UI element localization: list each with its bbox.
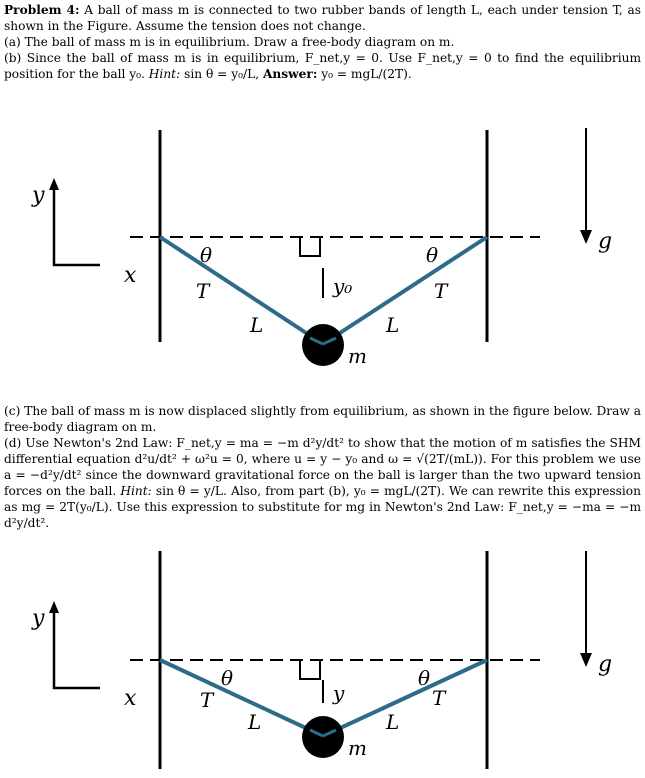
gravity-arrow-head xyxy=(580,230,592,244)
mass-label: m xyxy=(348,344,367,368)
angle-right-label: θ xyxy=(426,243,438,267)
length-right-label: L xyxy=(385,313,399,337)
left-band-attachment xyxy=(309,728,324,738)
ball-mass xyxy=(302,324,344,366)
right-rubber-band xyxy=(322,658,488,738)
right-angle-marker xyxy=(299,237,321,257)
left-rubber-band xyxy=(159,658,324,738)
part-d-hint-label: Hint: xyxy=(120,484,152,498)
part-d: (d) Use Newton's 2nd Law: F_net,y = ma =… xyxy=(4,435,641,531)
figure-displaced: y x g y θ θ T T L L m xyxy=(0,543,645,774)
gravity-label: g xyxy=(598,229,612,254)
part-d-text-2: sin θ = y/L. Also, from part (b), y₀ = m… xyxy=(4,484,641,530)
tension-right-label: T xyxy=(434,279,449,303)
length-left-label: L xyxy=(247,710,261,734)
right-rubber-band xyxy=(321,235,489,346)
part-b-hint-label: Hint: xyxy=(148,67,181,81)
displacement-label: y xyxy=(332,681,345,705)
intro-text: A ball of mass m is connected to two rub… xyxy=(4,3,641,33)
length-left-label: L xyxy=(249,313,263,337)
part-d-text-1: (d) Use Newton's 2nd Law: F_net,y = ma =… xyxy=(4,436,641,498)
part-b: (b) Since the ball of mass m is in equil… xyxy=(4,50,641,82)
part-b-answer: y₀ = mgL/(2T). xyxy=(321,67,412,81)
tension-right-label: T xyxy=(432,686,447,710)
y-axis-label: y xyxy=(31,606,45,631)
tension-left-label: T xyxy=(200,688,215,712)
ball-mass xyxy=(302,716,344,758)
y-axis-label: y xyxy=(31,183,45,208)
angle-left-label: θ xyxy=(221,666,233,690)
right-band-attachment xyxy=(322,728,337,738)
y-axis-arrowhead xyxy=(49,178,59,190)
displacement-label: y₀ xyxy=(332,274,352,298)
part-b-text: (b) Since the ball of mass m is in equil… xyxy=(4,51,641,81)
figure-equilibrium: y x g y₀ θ θ T T L L m xyxy=(0,120,645,375)
y-axis-arrowhead xyxy=(49,601,59,613)
mass-label: m xyxy=(348,736,367,760)
part-b-hint: sin θ = y₀/L, xyxy=(184,67,260,81)
part-c: (c) The ball of mass m is now displaced … xyxy=(4,404,641,434)
x-axis-label: x xyxy=(124,263,137,288)
tension-left-label: T xyxy=(196,279,211,303)
part-a: (a) The ball of mass m is in equilibrium… xyxy=(4,35,455,49)
right-band-attachment xyxy=(322,336,337,346)
x-axis-label: x xyxy=(124,686,137,711)
part-c-d-statement: (c) The ball of mass m is now displaced … xyxy=(4,403,641,531)
gravity-label: g xyxy=(598,652,612,677)
part-b-answer-label: Answer: xyxy=(262,67,318,81)
problem-statement: Problem 4: A ball of mass m is connected… xyxy=(4,2,641,82)
problem-intro: Problem 4: A ball of mass m is connected… xyxy=(4,2,641,34)
left-rubber-band xyxy=(158,235,325,346)
figure-displaced-svg: y x g y θ θ T T L L m xyxy=(31,551,612,769)
angle-right-label: θ xyxy=(418,666,430,690)
length-right-label: L xyxy=(385,710,399,734)
figure-equilibrium-svg: y x g y₀ θ θ T T L L m xyxy=(31,128,612,368)
problem-header: Problem 4: xyxy=(4,3,80,17)
gravity-arrow-head xyxy=(580,653,592,667)
right-angle-marker xyxy=(299,660,321,680)
left-band-attachment xyxy=(309,336,324,346)
angle-left-label: θ xyxy=(200,243,212,267)
